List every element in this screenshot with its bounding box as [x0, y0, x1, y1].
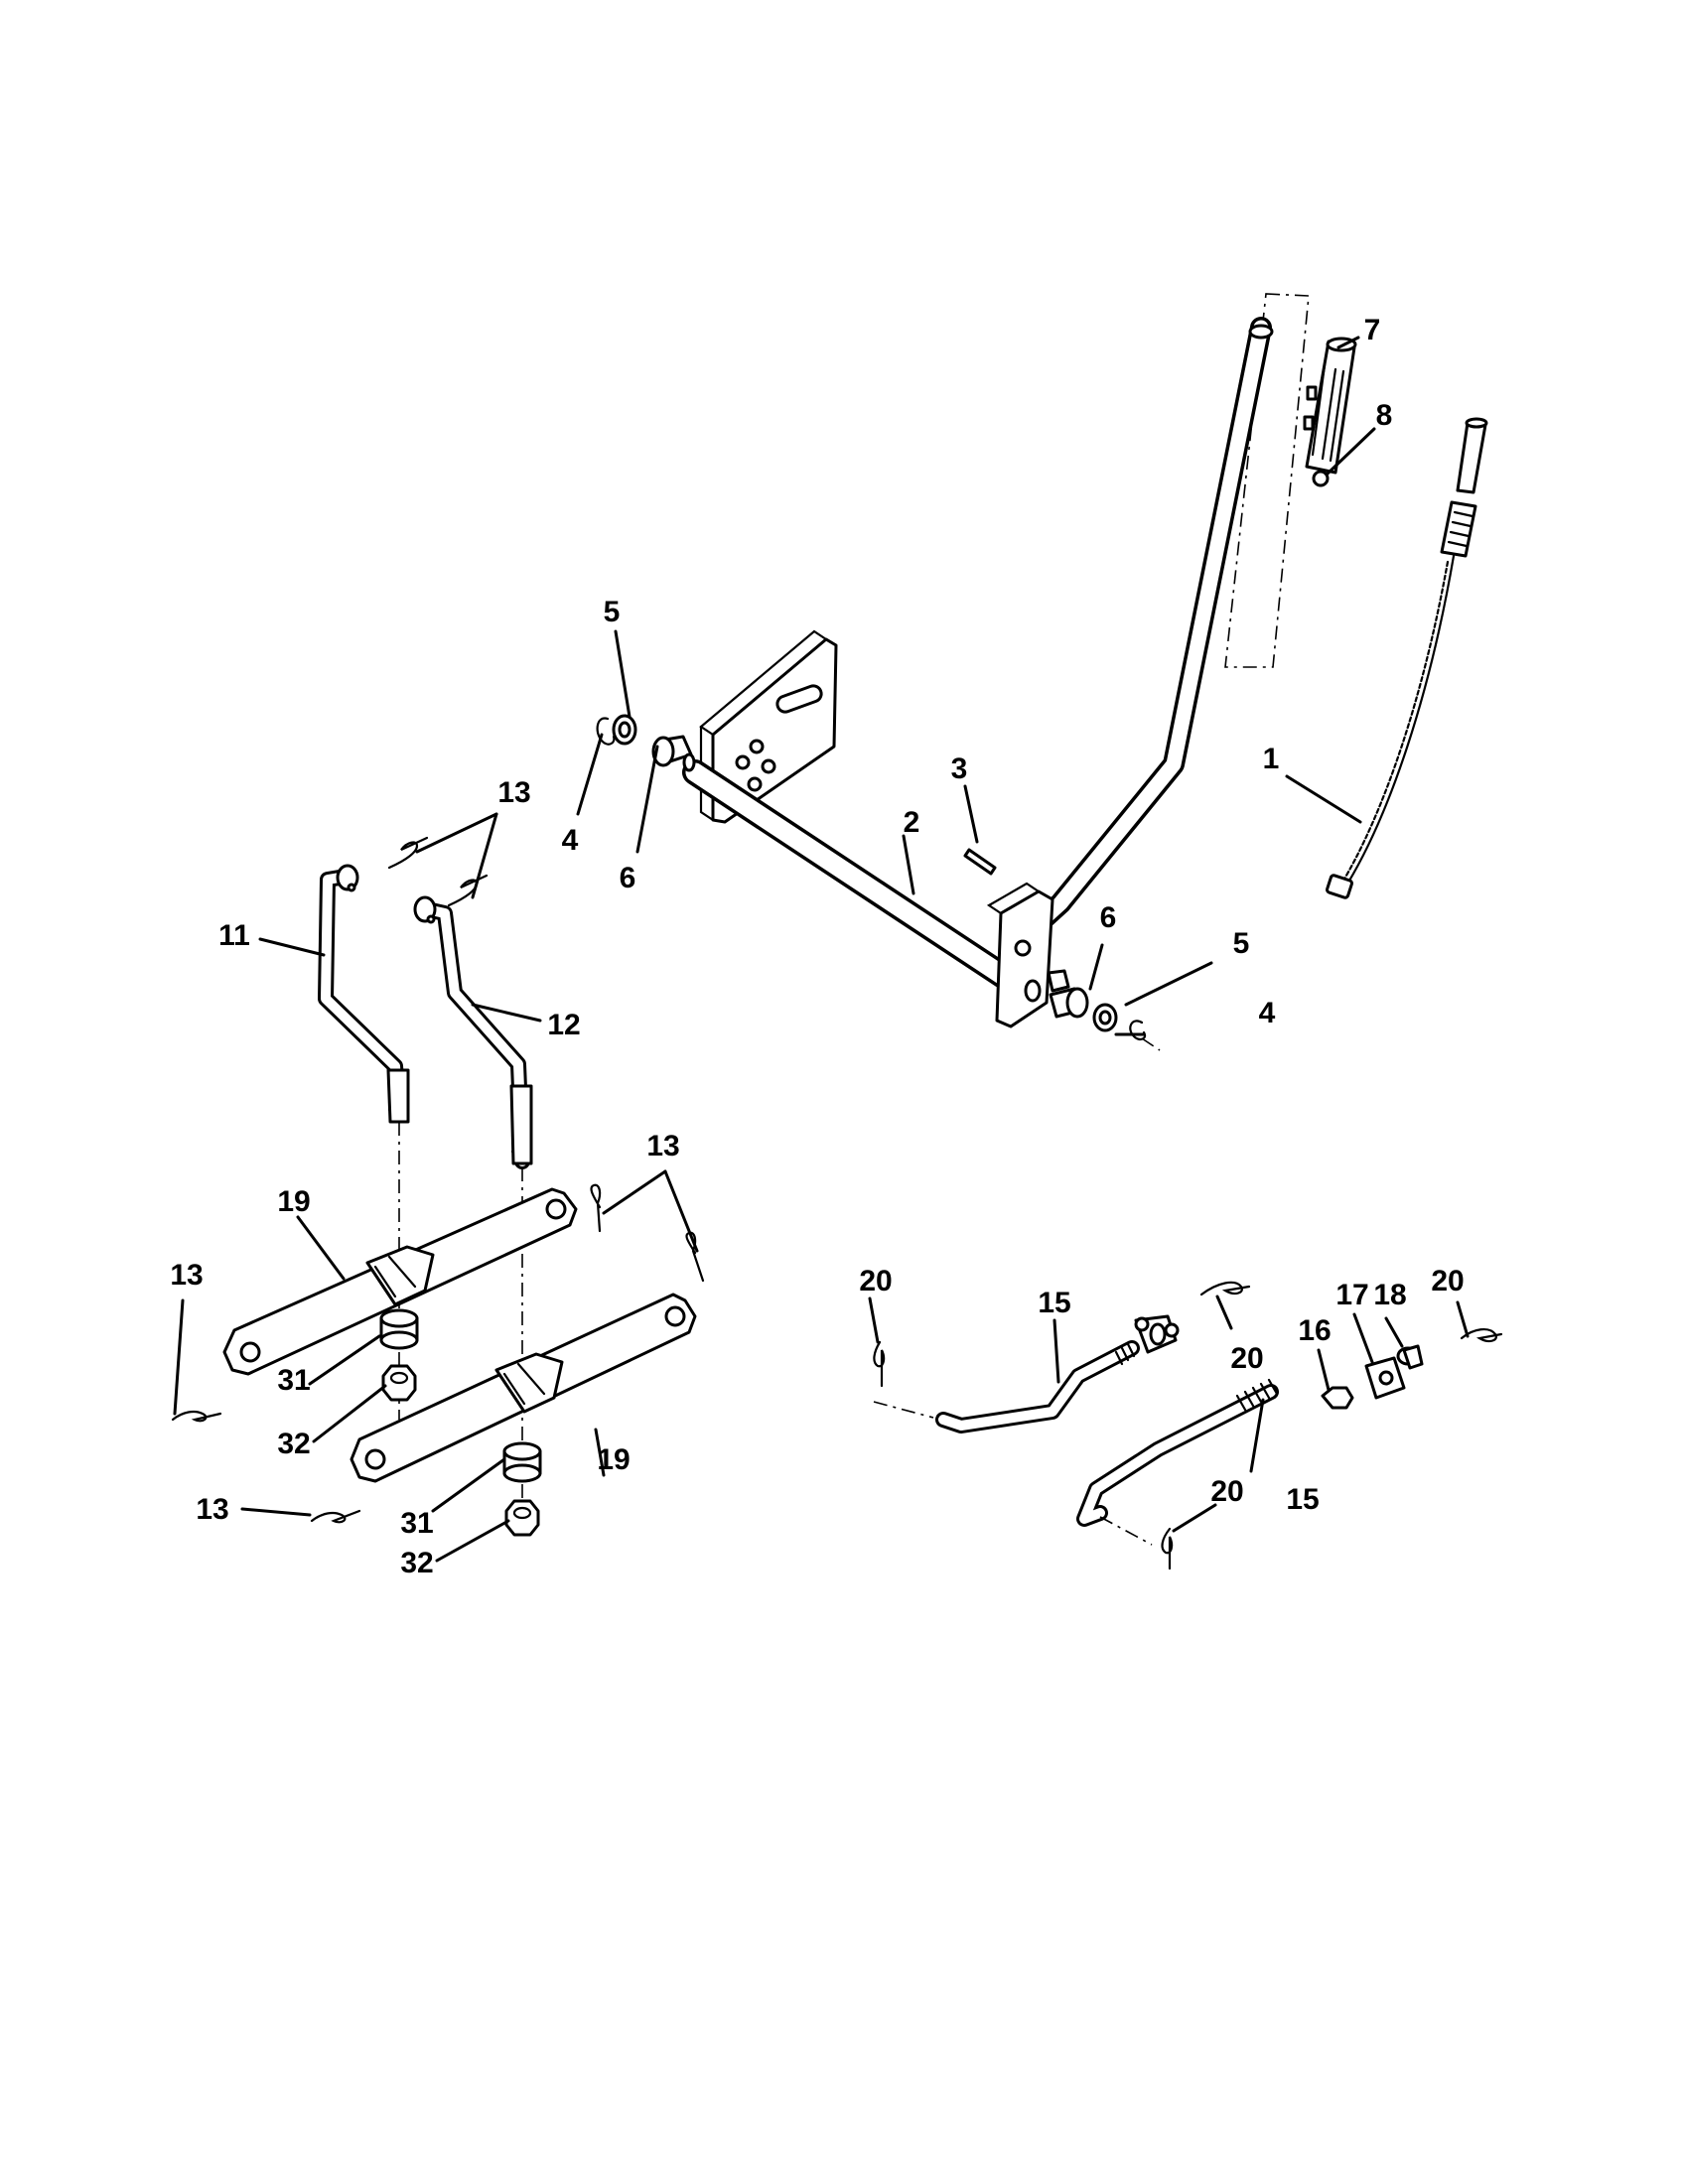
callout-20-far-right: 20 [1431, 1265, 1464, 1297]
callout-5-left: 5 [604, 596, 621, 628]
callout-32-lower: 32 [400, 1547, 433, 1579]
callout-20-lower: 20 [1210, 1475, 1243, 1508]
callout-3: 3 [951, 752, 968, 785]
cotter-pin-20 [873, 1281, 1503, 1570]
shaft-bracket [699, 629, 838, 824]
roll-pin [963, 848, 997, 876]
callout-31-upper: 31 [277, 1364, 310, 1397]
callout-13-bottom: 13 [196, 1493, 228, 1526]
lift-shaft [682, 759, 1054, 1028]
ferrule-upper [379, 1308, 419, 1350]
callout-6-left: 6 [620, 862, 636, 894]
adjuster-rod-lower [1076, 1344, 1424, 1546]
callout-16: 16 [1298, 1314, 1331, 1347]
leader-lines [173, 336, 1470, 1563]
callout-4-right: 4 [1259, 997, 1276, 1029]
callout-labels: 1 2 3 4 4 5 5 6 6 7 8 11 12 13 13 13 13 … [170, 314, 1464, 1579]
lift-link-12 [413, 895, 533, 1169]
lift-cable [1326, 417, 1488, 899]
callout-20-upper-right: 20 [1230, 1342, 1263, 1375]
nut-lower [504, 1499, 540, 1537]
callout-15-lower: 15 [1286, 1483, 1319, 1516]
callout-19-lower: 19 [597, 1443, 630, 1476]
callout-12: 12 [547, 1009, 580, 1041]
ferrule-lower [502, 1441, 542, 1483]
callout-32-upper: 32 [277, 1428, 310, 1460]
callout-7: 7 [1364, 314, 1381, 346]
callout-8: 8 [1376, 399, 1393, 432]
callout-13-right-arm: 13 [646, 1130, 679, 1162]
lift-arm-lower [350, 1293, 697, 1483]
callout-2: 2 [904, 806, 920, 839]
handle-grip [1303, 337, 1357, 487]
callout-13-top-links: 13 [497, 776, 530, 809]
callout-31-lower: 31 [400, 1507, 433, 1540]
callout-11: 11 [218, 919, 250, 952]
nut-upper [381, 1364, 417, 1402]
callout-13-left: 13 [170, 1259, 203, 1292]
right-shaft-hardware [1047, 969, 1161, 1051]
left-shaft-hardware [596, 714, 696, 772]
callout-20-left: 20 [859, 1265, 892, 1297]
callout-18: 18 [1373, 1279, 1406, 1311]
callout-4-left: 4 [562, 824, 579, 857]
callout-5-right: 5 [1233, 927, 1250, 960]
callout-19-upper: 19 [277, 1185, 310, 1218]
lift-arm-upper [222, 1187, 578, 1376]
adjuster-rod-upper [873, 1314, 1180, 1433]
callout-17: 17 [1335, 1279, 1368, 1311]
callout-6-right: 6 [1100, 901, 1117, 934]
callout-1: 1 [1263, 743, 1280, 775]
lift-link-11 [318, 864, 410, 1124]
lift-handle [1028, 293, 1310, 934]
callout-15-upper: 15 [1038, 1287, 1070, 1319]
